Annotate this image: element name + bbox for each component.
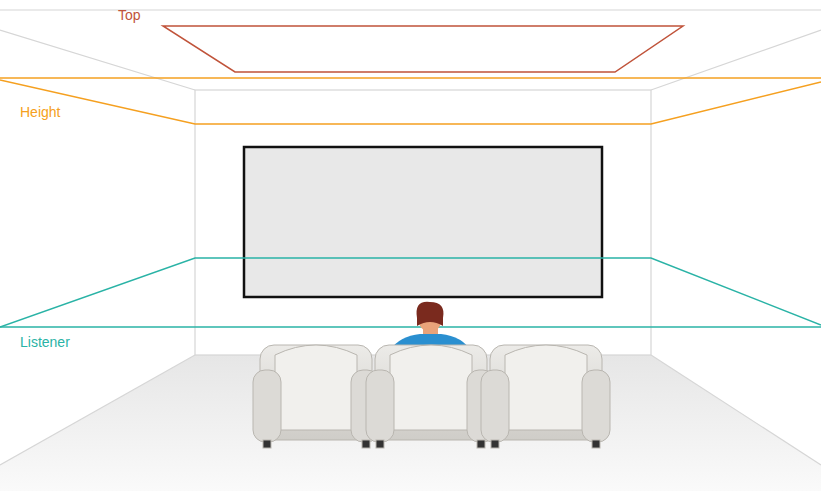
plane-label: Top xyxy=(118,7,141,23)
plane-label: Height xyxy=(20,104,60,120)
plane-label: Listener xyxy=(20,334,70,350)
